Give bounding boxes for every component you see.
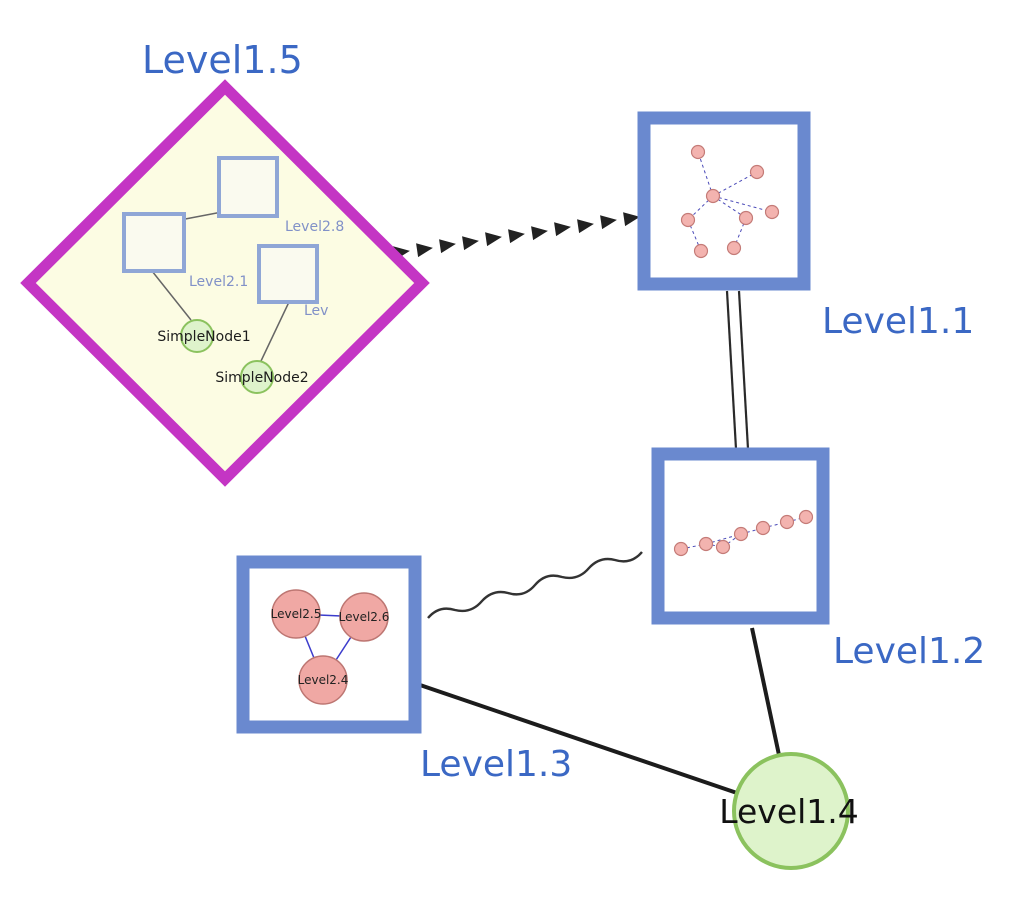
level11-box-shape[interactable]: [637, 111, 811, 291]
node-level2-1[interactable]: [122, 212, 186, 273]
edge-lev-simplenode2[interactable]: [260, 301, 290, 362]
node-level1-3-label: Level1.3: [420, 744, 572, 785]
node-level1-2-label: Level1.2: [833, 631, 985, 672]
edge-level28-level21[interactable]: [179, 211, 223, 221]
level15-diamond-shape[interactable]: [20, 79, 430, 487]
node-level1-5-label: Level1.5: [142, 38, 303, 82]
level13-box-shape[interactable]: [236, 555, 422, 734]
edge-level13-level12[interactable]: [427, 551, 643, 619]
edge-level12-level14[interactable]: [750, 627, 781, 756]
node-level2-5[interactable]: [271, 589, 321, 639]
node-level2-4[interactable]: [298, 655, 348, 705]
node-level1-3[interactable]: Level2.5 Level2.6 Level2.4: [236, 555, 422, 734]
node-level2-6[interactable]: [339, 592, 389, 642]
edge-level11-level12[interactable]: [725, 290, 750, 450]
node-level2-5-label: Level2.5: [271, 607, 322, 621]
level11-subgraph: [680, 144, 780, 259]
node-level1-4[interactable]: Level1.4: [719, 752, 859, 870]
level14-circle-shape[interactable]: [732, 752, 850, 870]
node-simplenode1-label: SimpleNode1: [157, 329, 250, 345]
node-lev-label: Lev: [304, 303, 328, 319]
edge-level15-level11[interactable]: [393, 209, 641, 261]
node-level2-x[interactable]: [257, 244, 319, 304]
node-level2-6-label: Level2.6: [339, 610, 390, 624]
node-level2-1-label: Level2.1: [189, 274, 248, 290]
level13-subgraph: Level2.5 Level2.6 Level2.4: [271, 589, 390, 705]
node-simplenode2-label: SimpleNode2: [215, 370, 308, 386]
node-level1-2[interactable]: [651, 447, 830, 625]
node-simplenode2[interactable]: [240, 360, 274, 394]
node-level2-8[interactable]: [217, 156, 279, 218]
node-level1-4-label: Level1.4: [719, 792, 859, 831]
edge-level13-level14[interactable]: [419, 683, 738, 795]
node-level2-4-label: Level2.4: [298, 673, 349, 687]
level12-subgraph: [673, 509, 814, 557]
node-level1-1-label: Level1.1: [822, 301, 974, 342]
node-simplenode1[interactable]: [180, 319, 214, 353]
node-level1-1[interactable]: [637, 111, 811, 291]
edge-level21-simplenode1[interactable]: [151, 270, 192, 321]
group-node-level1-5[interactable]: Level2.8 Level2.1 Lev SimpleNode1 Simple…: [20, 79, 430, 487]
node-level2-8-label: Level2.8: [285, 219, 344, 235]
